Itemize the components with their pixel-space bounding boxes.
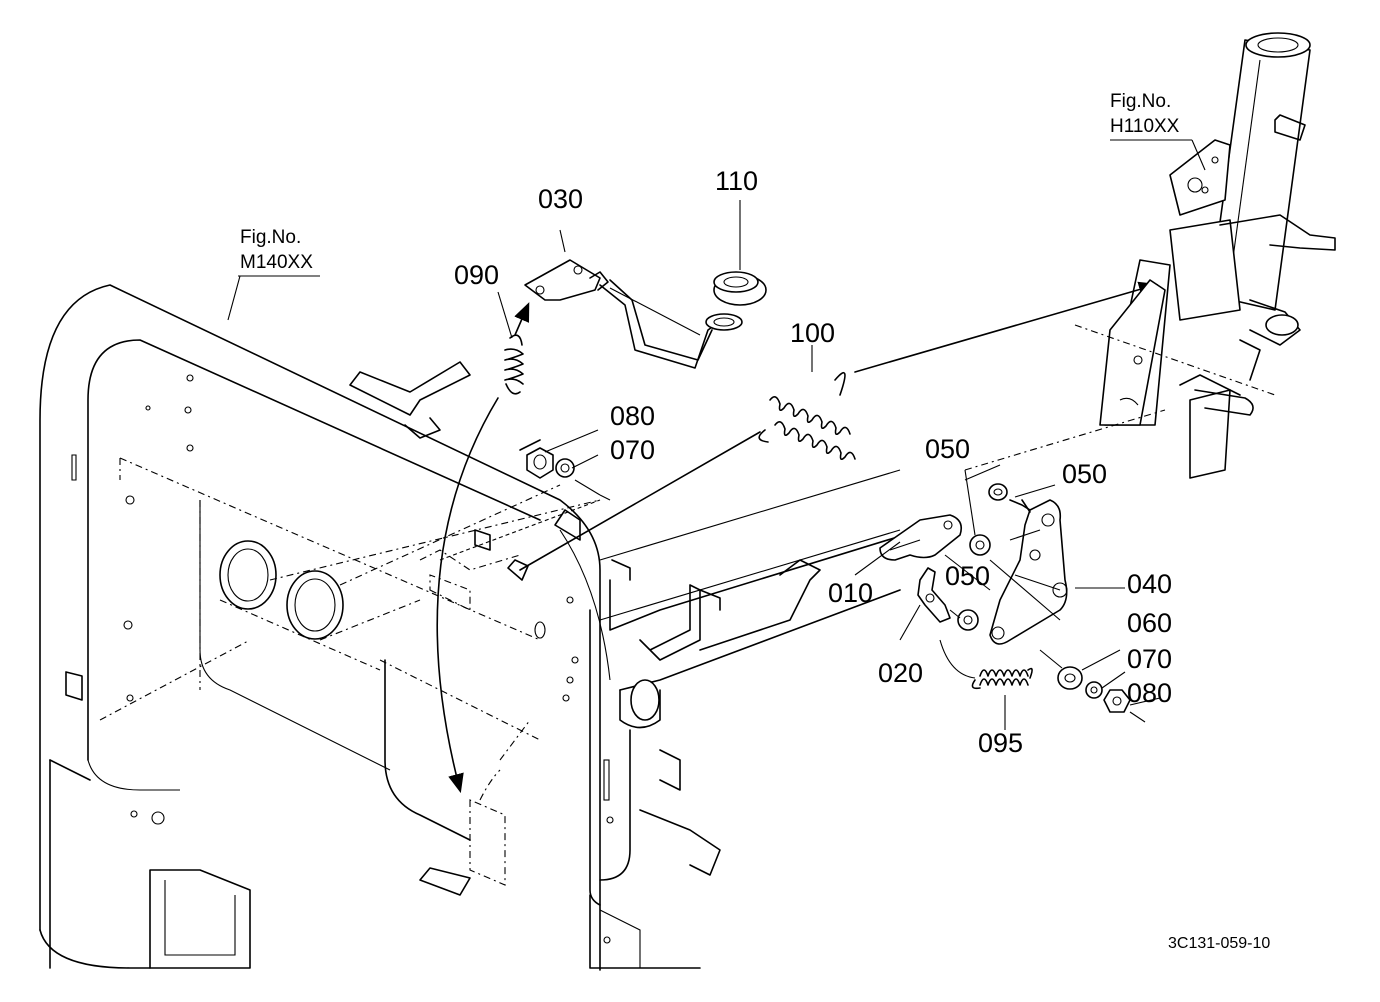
label-080-right: 080 (1127, 678, 1172, 708)
part-030-pedal-rod (524, 229, 716, 369)
part-095-spring (939, 639, 1033, 730)
label-030: 030 (538, 184, 583, 214)
right-hardware (944, 464, 1161, 723)
label-110: 110 (715, 166, 758, 196)
label-090: 090 (454, 260, 499, 290)
label-070-right: 070 (1127, 644, 1172, 674)
fig-ref-frame-line1: Fig.No. (240, 227, 301, 248)
label-020: 020 (878, 658, 923, 688)
part-090-spring (497, 291, 530, 395)
part-040-plate (989, 499, 1125, 645)
pedal-shaft-assembly (599, 469, 921, 876)
fig-ref-column: Fig.No. H110XX (1110, 91, 1180, 137)
label-100: 100 (790, 318, 835, 348)
part-010-lever (854, 514, 963, 576)
part-020-link (899, 567, 951, 641)
label-050-right: 050 (1062, 459, 1107, 489)
fig-ref-frame: Fig.No. M140XX (227, 227, 320, 321)
fig-ref-column-line1: Fig.No. (1110, 91, 1171, 112)
label-060: 060 (1127, 608, 1172, 638)
part-110-pad (705, 200, 767, 331)
dashboard-frame (39, 284, 701, 971)
part-100-spring (519, 281, 1159, 571)
label-070-left: 070 (610, 435, 655, 465)
label-095: 095 (978, 728, 1023, 758)
label-050-top: 050 (925, 434, 970, 464)
fig-ref-frame-line2: M140XX (240, 252, 313, 273)
label-080-left: 080 (610, 401, 655, 431)
installation-arrow (436, 397, 499, 794)
label-040: 040 (1127, 569, 1172, 599)
fig-ref-column-line2: H110XX (1110, 116, 1180, 137)
left-hardware (526, 429, 611, 501)
label-010: 010 (828, 578, 873, 608)
steering-column (964, 32, 1336, 479)
label-050-middle: 050 (945, 561, 990, 591)
drawing-code: 3C131-059-10 (1168, 935, 1270, 952)
